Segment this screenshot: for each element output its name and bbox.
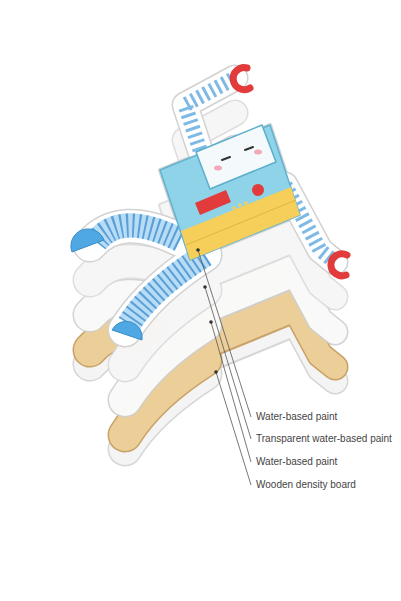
leader-line bbox=[211, 322, 251, 462]
robot-cheek bbox=[214, 166, 222, 171]
robot-leg-stripes bbox=[96, 225, 180, 242]
robot-claw bbox=[233, 68, 250, 90]
robot-foot bbox=[71, 229, 104, 252]
leader-dot bbox=[196, 248, 200, 252]
leader-dot bbox=[214, 370, 218, 374]
leader-line bbox=[216, 372, 251, 485]
robot-leg-stripes bbox=[129, 255, 205, 324]
robot-leg bbox=[129, 255, 205, 324]
leader-dots bbox=[196, 248, 218, 374]
robot-cheek bbox=[254, 150, 262, 155]
leader-dot bbox=[209, 320, 213, 324]
robot-panel bbox=[195, 190, 231, 215]
robot-foot bbox=[112, 321, 142, 340]
robot-light bbox=[238, 203, 242, 207]
layer-label: Transparent water-based paint bbox=[256, 433, 392, 445]
robot-light bbox=[244, 201, 248, 205]
robot-eyes bbox=[222, 147, 253, 160]
leader-line bbox=[198, 250, 251, 417]
robot-base bbox=[90, 78, 335, 330]
robot-outline bbox=[90, 78, 335, 330]
robot-face bbox=[196, 125, 276, 189]
robot-button bbox=[252, 184, 264, 196]
layer-label: Water-based paint bbox=[256, 411, 337, 423]
layer-label: Water-based paint bbox=[256, 456, 337, 468]
leader-lines bbox=[198, 250, 251, 485]
leader-line bbox=[205, 287, 251, 439]
robot-leg bbox=[96, 225, 180, 242]
robot-body bbox=[160, 125, 300, 260]
robot-hip bbox=[181, 187, 300, 260]
leader-dot bbox=[203, 285, 207, 289]
layer-label: Wooden density board bbox=[256, 479, 356, 491]
robot-claw bbox=[331, 254, 347, 276]
robot-light bbox=[232, 206, 236, 210]
